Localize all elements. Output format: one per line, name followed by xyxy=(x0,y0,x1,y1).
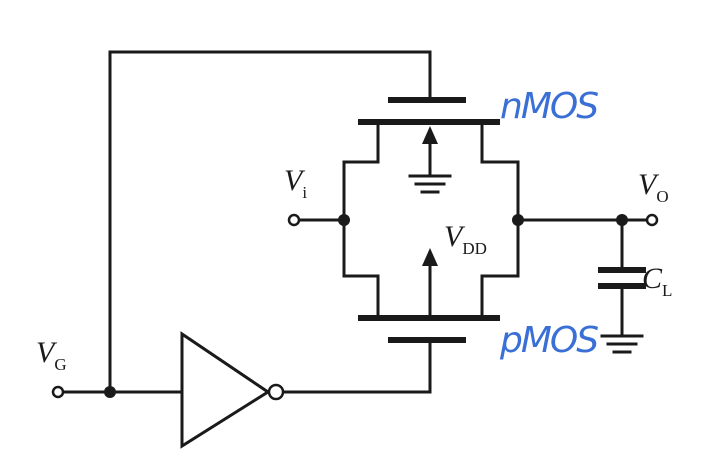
cap-ground-icon xyxy=(600,334,644,354)
nmos-ground-icon xyxy=(408,174,452,194)
vg-junction xyxy=(104,386,116,398)
vg-label: VG xyxy=(36,336,67,374)
vo-label: VO xyxy=(638,168,669,206)
pmos-right-terminal xyxy=(480,218,520,318)
nmos-left-terminal xyxy=(342,120,380,222)
vdd-label: VDD xyxy=(444,220,487,258)
vg-feedback-wire xyxy=(108,50,432,394)
vi-label: Vi xyxy=(284,164,307,202)
vo-terminal[interactable] xyxy=(645,213,659,227)
inverter-output-wire xyxy=(282,338,432,394)
pmos-left-terminal xyxy=(342,218,380,318)
nmos-annotation: nMOS xyxy=(500,86,598,127)
vg-terminal[interactable] xyxy=(51,385,65,399)
vi-terminal[interactable] xyxy=(287,213,301,227)
vi-junction xyxy=(338,214,350,226)
nmos-body-arrow xyxy=(422,126,438,144)
nmos-right-terminal xyxy=(480,120,520,222)
pmos-body-arrow xyxy=(422,248,438,266)
output-junction xyxy=(512,214,524,226)
inverter-bubble xyxy=(267,383,285,401)
pmos-annotation: pMOS xyxy=(499,320,598,361)
cl-label: CL xyxy=(642,262,672,300)
inverter-body xyxy=(180,331,271,449)
